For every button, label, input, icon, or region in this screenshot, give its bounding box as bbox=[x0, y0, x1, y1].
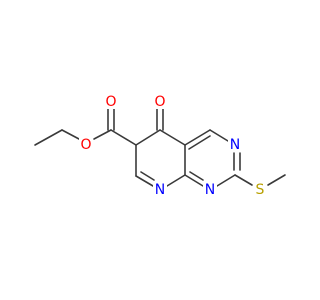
bond-c2-s bbox=[234, 174, 253, 186]
bond-c4a-c4-b bbox=[188, 135, 211, 150]
bond-n8-c7-a bbox=[135, 175, 154, 187]
bond-s-ch3 bbox=[267, 174, 286, 186]
atom-label-nitrogen: N bbox=[205, 182, 215, 198]
bond-c2-n1 bbox=[216, 174, 236, 187]
molecule-canvas: O O O N N N S bbox=[34, 94, 286, 198]
structure-diagram: O O O N N N S bbox=[34, 94, 286, 198]
atom-sulfur-thioether: S bbox=[253, 182, 267, 198]
bonds bbox=[34, 107, 286, 187]
atom-oxygen-ester-ether: O bbox=[79, 137, 93, 153]
bond-c4a-c4-a bbox=[184, 129, 211, 146]
atom-label-nitrogen: N bbox=[230, 137, 240, 153]
atom-label-nitrogen: N bbox=[155, 182, 165, 198]
bond-n1-c8a-b bbox=[189, 171, 204, 181]
atom-label-oxygen: O bbox=[105, 94, 116, 110]
bond-ester-ring-c6 bbox=[110, 129, 137, 146]
bond-c8a-n8 bbox=[166, 174, 186, 187]
bond-n8-c7-b bbox=[140, 171, 155, 181]
bond-ethyl-ch3-ch2 bbox=[34, 129, 63, 146]
bond-c6-c5 bbox=[135, 129, 161, 146]
atom-oxygen-ester-carbonyl: O bbox=[104, 94, 118, 110]
bond-n1-c8a-a bbox=[184, 174, 204, 187]
bond-c5-c4a bbox=[159, 129, 186, 146]
bond-c4-n3 bbox=[209, 129, 229, 142]
atom-label-oxygen: O bbox=[154, 94, 165, 110]
atom-nitrogen-pyrimidine-bottom: N bbox=[203, 182, 217, 198]
bond-o-carbonyl-carbon bbox=[93, 129, 112, 140]
atom-label-oxygen: O bbox=[80, 137, 91, 153]
bond-ethyl-ch2-o bbox=[61, 129, 80, 140]
atom-nitrogen-pyridine: N bbox=[153, 182, 167, 198]
atom-label-sulfur: S bbox=[256, 182, 265, 198]
atom-labels: O O O N N N S bbox=[79, 94, 267, 198]
atom-nitrogen-pyrimidine-top: N bbox=[228, 137, 242, 153]
atom-oxygen-ketone: O bbox=[153, 94, 167, 110]
